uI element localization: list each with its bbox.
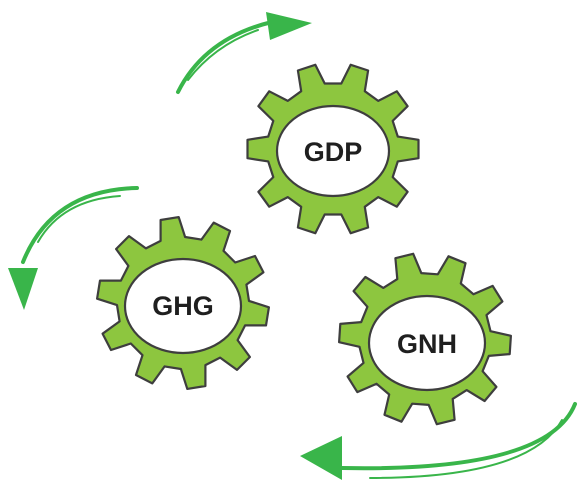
gear-gdp: GDP — [246, 63, 420, 235]
gear-ghg-label: GHG — [152, 291, 214, 321]
gear-ghg-hole — [123, 257, 243, 355]
gear-gnh: GNH — [338, 252, 512, 426]
gear-gdp-label: GDP — [304, 137, 363, 167]
top-curved-arrow-icon — [176, 12, 312, 94]
left-curved-arrow-icon — [8, 186, 139, 310]
gear-gdp-hole — [275, 104, 391, 198]
bottom-curved-arrow-icon — [300, 402, 577, 480]
gear-gnh-label: GNH — [397, 329, 457, 359]
gear-ghg: GHG — [96, 216, 270, 390]
gear-gnh-hole — [367, 294, 487, 392]
